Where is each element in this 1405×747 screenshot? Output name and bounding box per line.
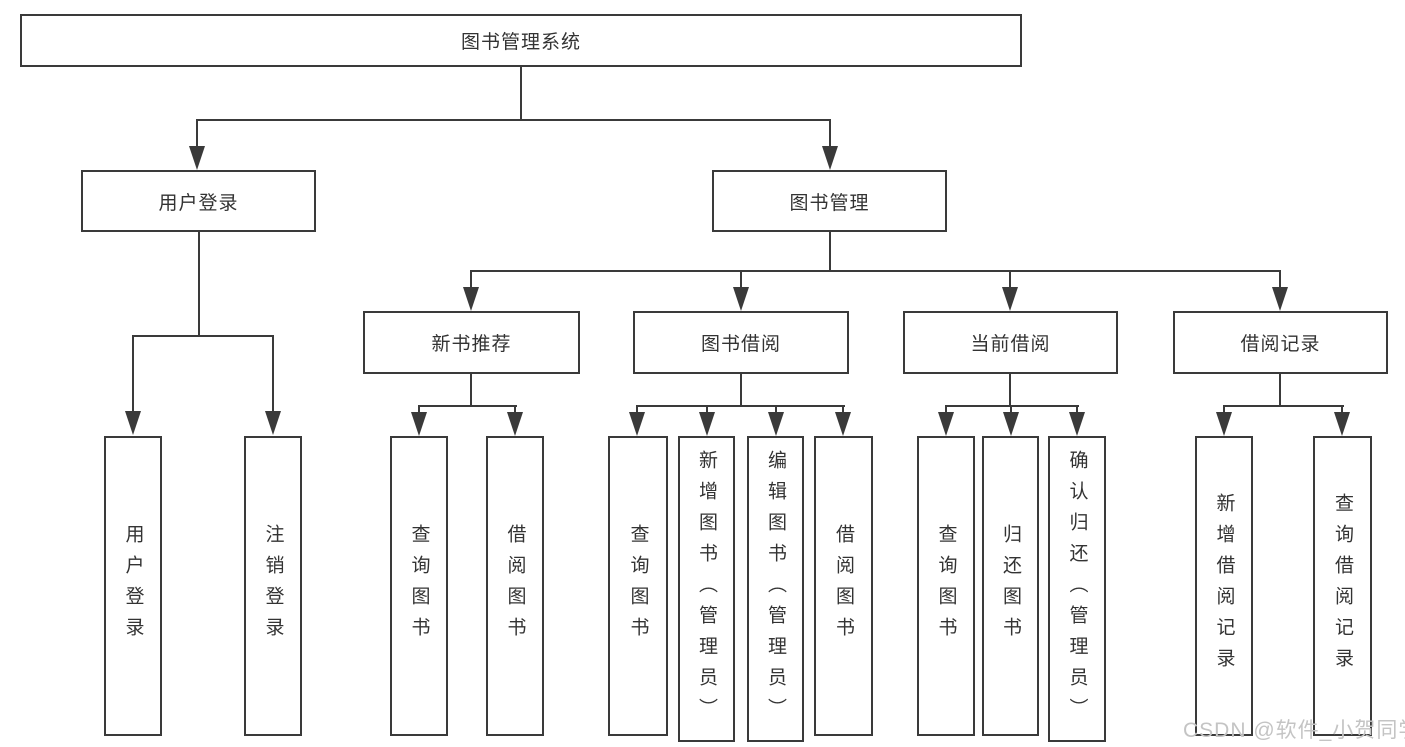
- node-book-borrowing: 图书借阅: [633, 311, 849, 374]
- node-book-management-label: 图书管理: [789, 192, 870, 214]
- connector-vline-new-book: [470, 373, 472, 407]
- leaf-recommend-query-books: 查询图书: [390, 436, 448, 736]
- connector-hline-new-book: [418, 405, 517, 407]
- connector-vline-book-borrowing: [740, 373, 742, 407]
- connector-hline-borrowing-records: [1223, 405, 1344, 407]
- node-library-system: 图书管理系统: [20, 14, 1022, 67]
- connector-vline-current-borrowing: [1009, 373, 1011, 407]
- node-book-borrowing-label: 图书借阅: [700, 334, 781, 355]
- node-borrowing-records: 借阅记录: [1173, 311, 1388, 374]
- arrow-down-icon: [768, 405, 784, 436]
- arrow-down-icon: [189, 119, 205, 170]
- arrow-down-icon: [1002, 270, 1018, 311]
- leaf-borrowing-edit-books-admin: 编辑图书（管理员）: [747, 436, 804, 742]
- connector-vline-root: [520, 67, 522, 121]
- connector-hline-current-borrowing: [945, 405, 1079, 407]
- node-new-book-recommendation: 新书推荐: [363, 311, 580, 374]
- arrow-down-icon: [629, 405, 645, 436]
- leaf-records-query-borrow-record: 查询借阅记录: [1313, 436, 1372, 736]
- leaf-current-return-books-label: 归还图书: [1000, 524, 1021, 648]
- arrow-down-icon: [265, 335, 281, 435]
- connector-vline-book-management: [829, 232, 831, 272]
- node-library-system-label: 图书管理系统: [460, 32, 581, 53]
- leaf-user-login-label: 用户登录: [122, 524, 144, 648]
- leaf-borrowing-borrow-books: 借阅图书: [814, 436, 873, 736]
- arrow-down-icon: [1216, 405, 1232, 436]
- arrow-down-icon: [1334, 405, 1350, 436]
- arrow-down-icon: [1272, 270, 1288, 311]
- arrow-down-icon: [822, 119, 838, 170]
- leaf-current-confirm-return-admin: 确认归还（管理员）: [1048, 436, 1106, 742]
- connector-hline-user-login: [132, 335, 274, 337]
- leaf-logout-label: 注销登录: [262, 524, 284, 648]
- arrow-down-icon: [507, 405, 523, 436]
- csdn-watermark: CSDN @软件_小贺同学: [1183, 719, 1405, 742]
- connector-vline-borrowing-records: [1279, 373, 1281, 407]
- arrow-down-icon: [733, 270, 749, 311]
- leaf-borrowing-add-books-admin: 新增图书（管理员）: [678, 436, 735, 742]
- leaf-current-query-books-label: 查询图书: [935, 524, 957, 648]
- arrow-down-icon: [411, 405, 427, 436]
- node-user-login-label: 用户登录: [158, 192, 239, 214]
- arrow-down-icon: [463, 270, 479, 311]
- node-current-borrowing-label: 当前借阅: [970, 334, 1051, 355]
- node-borrowing-records-label: 借阅记录: [1240, 334, 1321, 355]
- leaf-recommend-borrow-books-label: 借阅图书: [504, 524, 526, 648]
- node-new-book-recommendation-label: 新书推荐: [431, 334, 512, 355]
- leaf-records-add-borrow-record: 新增借阅记录: [1195, 436, 1253, 736]
- leaf-borrowing-edit-books-admin-label: 编辑图书（管理员）: [765, 449, 786, 729]
- leaf-logout: 注销登录: [244, 436, 302, 736]
- leaf-recommend-borrow-books: 借阅图书: [486, 436, 544, 736]
- node-current-borrowing: 当前借阅: [903, 311, 1118, 374]
- leaf-records-query-borrow-record-label: 查询借阅记录: [1332, 493, 1353, 679]
- leaf-current-confirm-return-admin-label: 确认归还（管理员）: [1066, 449, 1088, 729]
- leaf-current-return-books: 归还图书: [982, 436, 1039, 736]
- leaf-borrowing-query-books: 查询图书: [608, 436, 668, 736]
- arrow-down-icon: [835, 405, 851, 436]
- leaf-borrowing-query-books-label: 查询图书: [627, 524, 649, 648]
- node-user-login: 用户登录: [81, 170, 316, 232]
- leaf-user-login: 用户登录: [104, 436, 162, 736]
- node-book-management: 图书管理: [712, 170, 947, 232]
- connector-hline-book-management: [470, 270, 1281, 272]
- arrow-down-icon: [1069, 405, 1085, 436]
- arrow-down-icon: [938, 405, 954, 436]
- leaf-borrowing-add-books-admin-label: 新增图书（管理员）: [696, 449, 717, 729]
- leaf-borrowing-borrow-books-label: 借阅图书: [833, 524, 854, 648]
- leaf-records-add-borrow-record-label: 新增借阅记录: [1213, 493, 1235, 679]
- arrow-down-icon: [699, 405, 715, 436]
- arrow-down-icon: [1003, 405, 1019, 436]
- connector-vline-user-login: [198, 232, 200, 336]
- connector-hline-book-borrowing: [636, 405, 845, 407]
- leaf-recommend-query-books-label: 查询图书: [408, 524, 430, 648]
- arrow-down-icon: [125, 335, 141, 435]
- connector-hline-root: [196, 119, 831, 121]
- leaf-current-query-books: 查询图书: [917, 436, 975, 736]
